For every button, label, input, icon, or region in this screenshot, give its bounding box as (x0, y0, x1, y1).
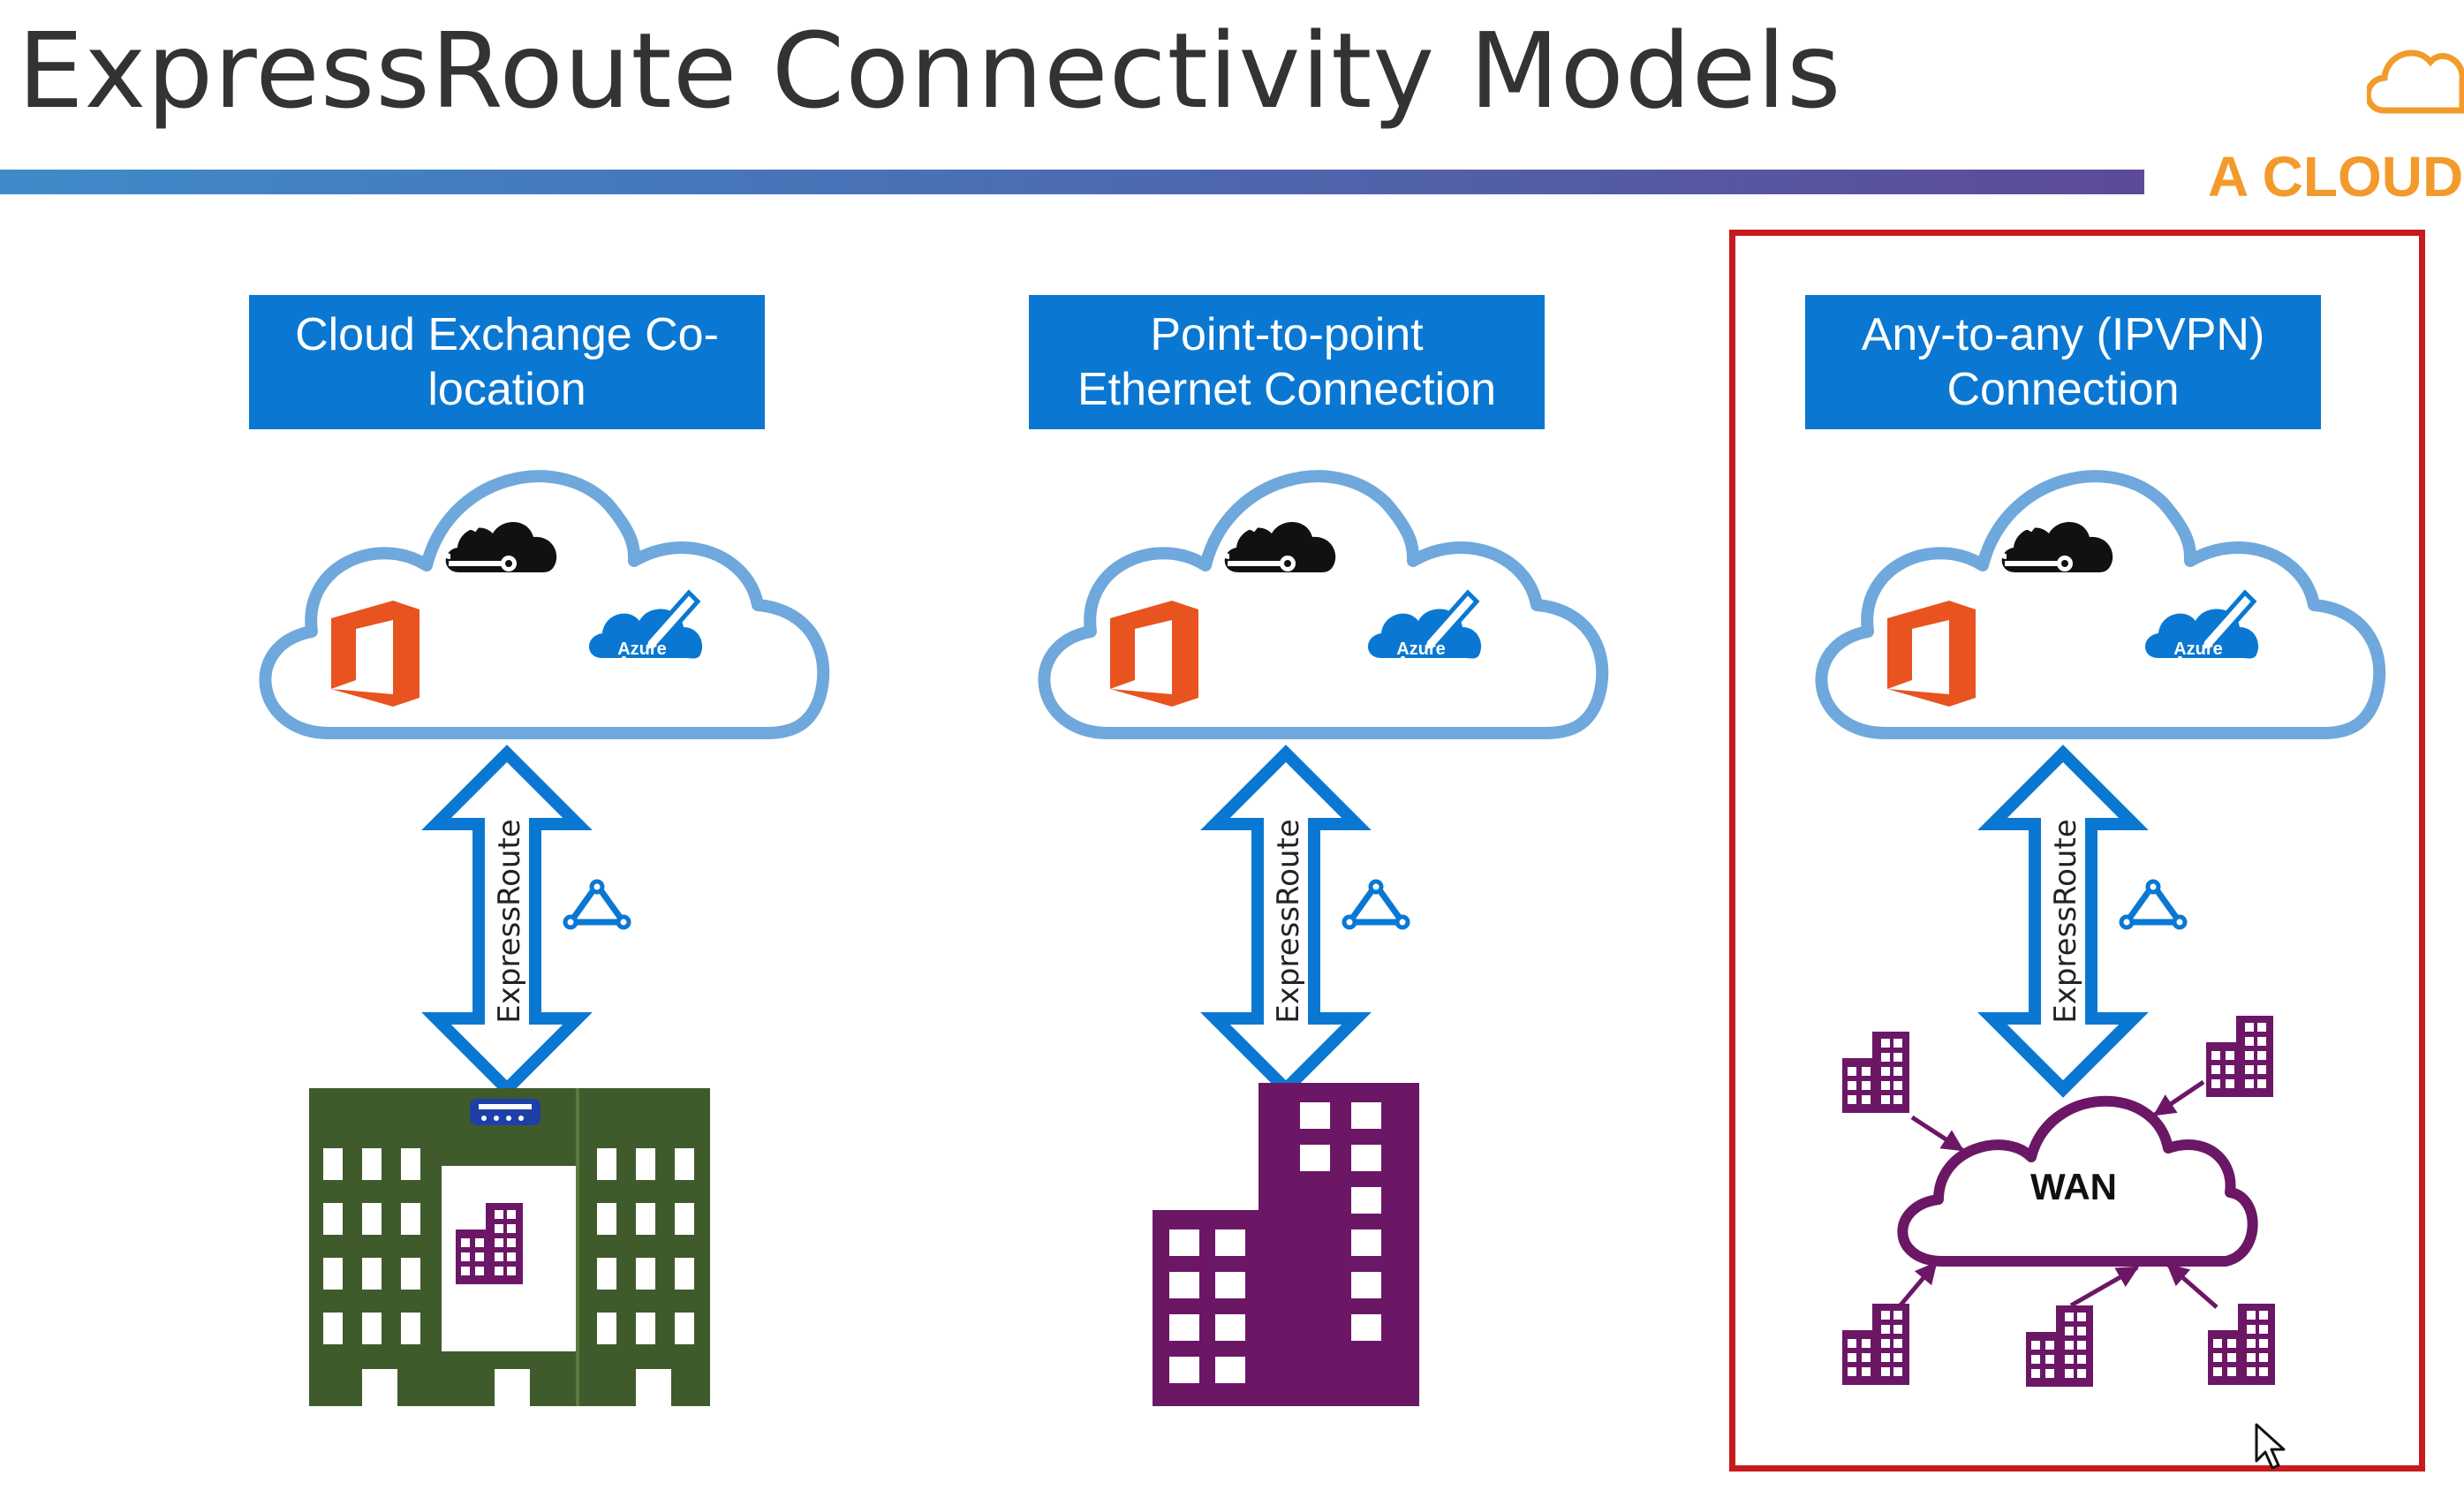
branch-building-icon (2208, 1304, 2275, 1385)
azure-label: Azure (1396, 654, 1446, 673)
azure-label: Azure (617, 654, 667, 673)
brand-cloud-logo-icon (2367, 49, 2464, 114)
network-triangle-icon (565, 881, 629, 927)
office-building-icon (1153, 1083, 1419, 1406)
datacenter-building-icon (309, 1088, 710, 1406)
expressroute-label: ExpressRoute (2048, 819, 2083, 1023)
wan-links (1897, 1079, 2218, 1309)
azure-label: Azure (2173, 654, 2223, 673)
brand-text: A CLOUD (2208, 145, 2464, 208)
expressroute-label: ExpressRoute (1271, 819, 1306, 1023)
page-title: ExpressRoute Connectivity Models (18, 10, 1842, 132)
wan-cloud-icon: WAN (1897, 1095, 2258, 1267)
cloud-outline-icon (265, 476, 823, 733)
azure-edit-icon: Azure (1368, 593, 1481, 673)
title-underline-bar (0, 170, 2144, 194)
network-triangle-icon (1344, 881, 1408, 927)
expressroute-double-arrow-icon: ExpressRoute (436, 753, 578, 1089)
branch-building-icon (1842, 1032, 1909, 1113)
expressroute-label: ExpressRoute (492, 819, 527, 1023)
azure-edit-icon: Azure (589, 593, 702, 673)
model-label-any-to-any: Any-to-any (IPVPN) Connection (1805, 295, 2321, 429)
model-label-cloud-exchange: Cloud Exchange Co- location (249, 295, 765, 429)
branch-building-icon (1842, 1304, 1909, 1385)
expressroute-double-arrow-icon: ExpressRoute (1992, 753, 2134, 1089)
mouse-cursor-icon (2255, 1423, 2286, 1470)
network-triangle-icon (2121, 881, 2185, 927)
cloud-outline-icon (1044, 476, 1602, 733)
branch-building-icon (2026, 1305, 2093, 1387)
highlight-frame (1729, 230, 2425, 1472)
branch-building-icon (2206, 1016, 2273, 1097)
model-label-point-to-point: Point-to-point Ethernet Connection (1029, 295, 1545, 429)
wan-label: WAN (2030, 1166, 2117, 1207)
cloud-outline-icon (1821, 476, 2379, 733)
azure-edit-icon: Azure (2145, 593, 2258, 673)
expressroute-double-arrow-icon: ExpressRoute (1215, 753, 1357, 1089)
